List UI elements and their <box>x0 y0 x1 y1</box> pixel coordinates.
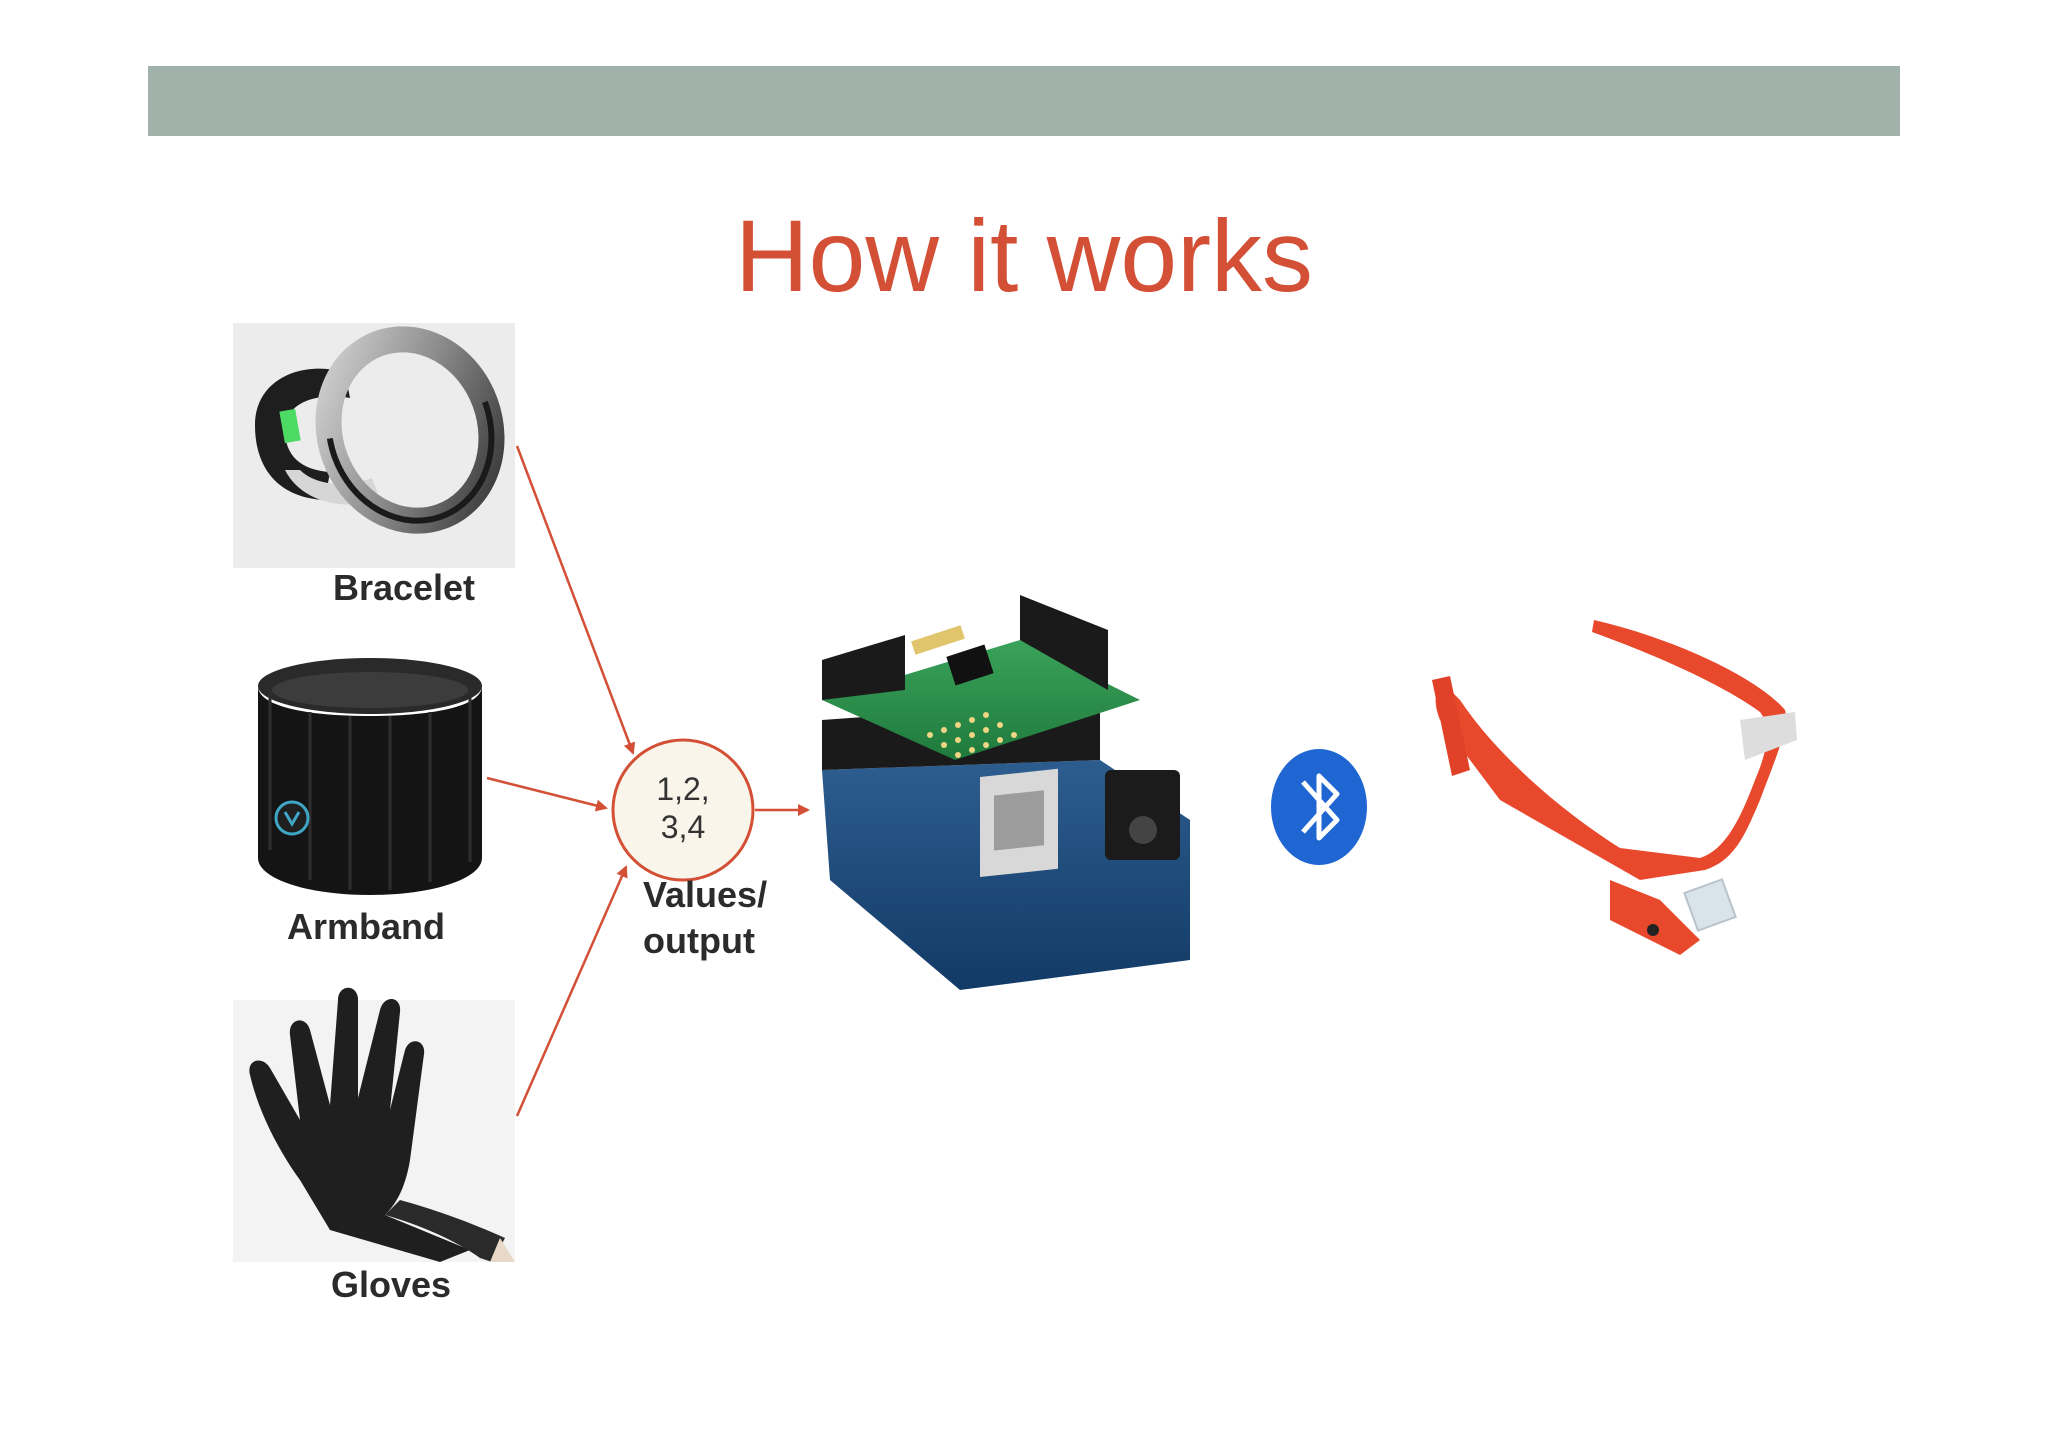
values-caption-line2: output <box>643 920 755 961</box>
glove-image <box>233 988 515 1262</box>
bluetooth-icon <box>1271 749 1367 865</box>
node-values-line1: 1,2, <box>656 771 709 807</box>
armband-image <box>258 658 482 895</box>
bracelet-label: Bracelet <box>333 567 475 608</box>
values-caption-line1: Values/ <box>643 874 767 915</box>
bracelet-image <box>233 316 517 568</box>
armband-label: Armband <box>287 906 445 947</box>
node-values-line2: 3,4 <box>661 809 705 845</box>
arduino-board-image <box>822 595 1190 990</box>
gloves-label: Gloves <box>331 1264 451 1305</box>
arrow-armband <box>487 778 606 808</box>
arrow-bracelet <box>517 446 633 753</box>
smart-glasses-image <box>1432 620 1797 955</box>
arrow-gloves <box>517 867 626 1116</box>
